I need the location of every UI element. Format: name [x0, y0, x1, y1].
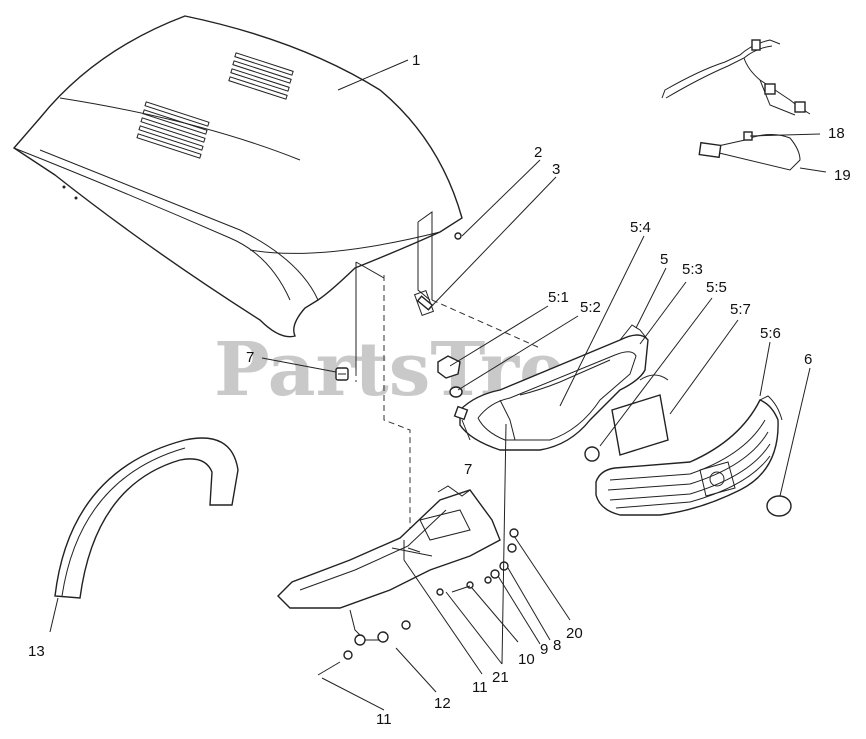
- callout-1: 1: [412, 52, 420, 69]
- bulb-icon: [766, 495, 792, 517]
- callout-13: 13: [28, 643, 45, 660]
- callout-20: 20: [566, 625, 583, 642]
- callout-5: 5: [660, 251, 668, 268]
- callout-5-5: 5:5: [706, 279, 727, 296]
- callout-7-lower: 7: [464, 461, 472, 478]
- callout-10: 10: [518, 651, 535, 668]
- callout-19: 19: [834, 167, 851, 184]
- socket-icon: [437, 355, 463, 398]
- leader-lines: [49, 59, 827, 711]
- lens-icon: [584, 374, 669, 462]
- callout-5-6: 5:6: [760, 325, 781, 342]
- nut-icon: [335, 367, 349, 381]
- grille-icon: [595, 395, 783, 516]
- callout-7-upper: 7: [246, 349, 254, 366]
- hood-vent-front-icon: [136, 101, 210, 159]
- callout-5-3: 5:3: [682, 261, 703, 278]
- hardware-icon: [436, 528, 519, 596]
- callout-5-1: 5:1: [548, 289, 569, 306]
- hinge-bracket-icon: [417, 222, 431, 301]
- callout-2: 2: [534, 144, 542, 161]
- callout-8: 8: [553, 637, 561, 654]
- wire-harness-icon: [661, 39, 811, 171]
- callout-labels: 1 2 3 7 5:1 5:2 5:4 5 5:3 5:5 5:7 5:6 6 …: [28, 52, 851, 728]
- fender-guard-icon: [54, 437, 239, 599]
- callout-9: 9: [540, 641, 548, 658]
- callout-5-4: 5:4: [630, 219, 651, 236]
- bolt-icon: [317, 661, 341, 676]
- callout-21: 21: [492, 669, 509, 686]
- callout-5-2: 5:2: [580, 299, 601, 316]
- callout-11-upper: 11: [472, 679, 488, 696]
- callout-5-7: 5:7: [730, 301, 751, 318]
- callout-11-lower: 11: [376, 711, 392, 728]
- callout-3: 3: [552, 161, 560, 178]
- callout-12: 12: [434, 695, 451, 712]
- callout-18: 18: [828, 125, 845, 142]
- nut-icon-2: [453, 405, 469, 421]
- hood-icon: [12, 15, 463, 338]
- hood-vent-rear-icon: [228, 52, 294, 100]
- callout-6: 6: [804, 351, 812, 368]
- hood-bracket-icon: [277, 485, 501, 660]
- screw-icon: [454, 232, 462, 240]
